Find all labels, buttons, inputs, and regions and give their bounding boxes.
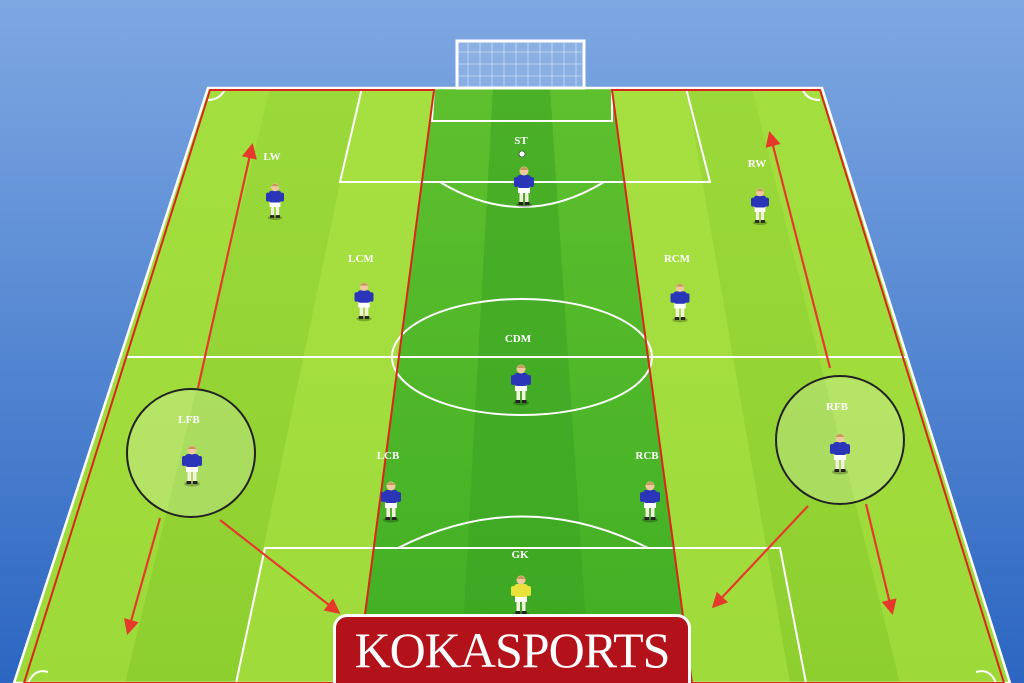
player-cdm xyxy=(511,364,531,406)
left-channel-outline xyxy=(22,89,436,683)
movement-arrows xyxy=(123,131,897,635)
position-label-lcm: LCM xyxy=(348,253,374,265)
right-channel-outline xyxy=(610,89,1006,683)
players-layer: ST LW RW LCM RCM CDM LFB RFB LCB RCB GK xyxy=(178,135,850,617)
player-lfb xyxy=(182,445,202,487)
player-st xyxy=(514,166,534,208)
position-label-cdm: CDM xyxy=(505,333,532,345)
pitch xyxy=(12,86,1012,683)
wide-channel-outlines xyxy=(22,89,1006,683)
arrow-rfb-up xyxy=(765,131,832,369)
position-label-rcm: RCM xyxy=(664,253,691,265)
arrow-rfb-inside xyxy=(711,505,809,609)
player-rcm xyxy=(670,283,690,323)
arrow-lfb-up xyxy=(196,142,257,389)
position-label-st: ST xyxy=(514,135,528,147)
position-label-lw: LW xyxy=(263,151,280,163)
position-label-lfb: LFB xyxy=(178,414,200,426)
position-label-lcb: LCB xyxy=(377,450,400,462)
arrow-lfb-down xyxy=(123,517,162,635)
player-rw xyxy=(751,188,769,226)
player-rfb xyxy=(830,433,850,475)
brand-logo-text: KOKASPORTS xyxy=(354,622,671,678)
ball xyxy=(518,150,526,158)
position-label-rw: RW xyxy=(748,158,767,170)
player-rcb xyxy=(640,481,660,523)
player-lcm xyxy=(354,282,374,322)
arrow-lfb-inside xyxy=(219,519,341,614)
position-label-gk: GK xyxy=(511,549,529,561)
brand-banner: KOKASPORTS xyxy=(333,614,691,683)
position-label-rcb: RCB xyxy=(635,450,659,462)
position-label-rfb: RFB xyxy=(826,401,849,413)
player-gk xyxy=(511,575,531,617)
player-lw xyxy=(266,183,284,221)
arrow-rfb-down xyxy=(864,503,897,615)
goal-net xyxy=(455,39,586,90)
player-lcb xyxy=(381,481,401,523)
